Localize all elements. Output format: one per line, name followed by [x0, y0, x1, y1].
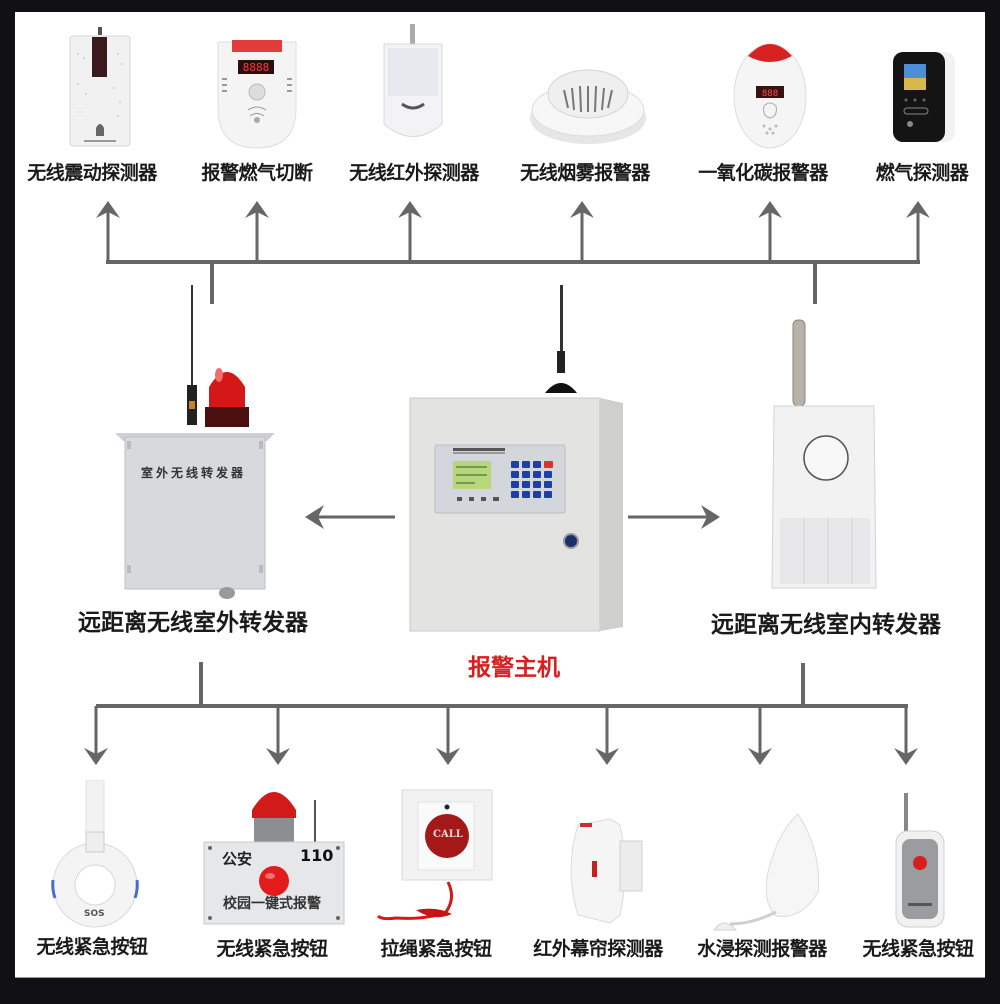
gas-shutoff-alarm-icon: 8888	[217, 40, 297, 149]
bottom-arrowhead-6	[894, 748, 918, 765]
bottom-arrowhead-1	[84, 748, 108, 765]
top-arrowhead-2	[245, 201, 269, 218]
bottom-device-label-2: 无线紧急按钮	[216, 938, 328, 960]
outdoor-repeater-box-text: 室外无线转发器	[141, 466, 247, 480]
top-device-label-4: 无线烟雾报警器	[520, 162, 650, 184]
pull-cord-button-icon	[376, 789, 493, 921]
water-leak-detector-icon	[713, 813, 820, 931]
co-alarm-icon: 888	[733, 43, 807, 149]
campus-alarm-box-icon	[203, 792, 345, 925]
top-arrowhead-5	[758, 201, 782, 218]
remote-panic-button-icon	[895, 793, 945, 928]
campus-box-text-bottom: 校园一键式报警	[223, 896, 321, 912]
curtain-pir-detector-icon	[570, 818, 643, 924]
pir-detector-icon	[383, 24, 443, 137]
svg-text:888: 888	[762, 89, 778, 99]
left-arrowhead	[305, 505, 324, 529]
top-device-label-3: 无线红外探测器	[349, 162, 479, 184]
outdoor-repeater-label: 远距离无线室外转发器	[78, 610, 308, 636]
sos-ring-text: SOS	[84, 909, 105, 919]
bottom-device-label-5: 水浸探测报警器	[697, 938, 827, 960]
bottom-device-label-3: 拉绳紧急按钮	[380, 938, 492, 960]
top-device-label-6: 燃气探测器	[875, 162, 969, 184]
call-button-text: CALL	[433, 829, 463, 840]
indoor-repeater-label: 远距离无线室内转发器	[711, 612, 941, 638]
alarm-host-icon	[409, 285, 623, 632]
bottom-arrowhead-3	[436, 748, 460, 765]
indoor-repeater-icon	[771, 319, 877, 589]
bottom-arrowhead-5	[748, 748, 772, 765]
top-arrowhead-3	[398, 201, 422, 218]
alarm-host-label: 报警主机	[468, 655, 560, 681]
svg-text:8888: 8888	[243, 61, 270, 74]
vibration-detector-icon	[69, 27, 131, 147]
bottom-device-label-4: 红外幕帘探测器	[533, 938, 663, 960]
right-arrowhead	[701, 505, 720, 529]
top-arrowhead-6	[906, 201, 930, 218]
sos-ring-button-icon	[51, 780, 139, 928]
top-device-label-1: 无线震动探测器	[27, 162, 157, 184]
outdoor-repeater-icon	[115, 285, 275, 599]
bottom-device-label-1: 无线紧急按钮	[36, 936, 148, 958]
top-arrowhead-1	[96, 201, 120, 218]
top-device-label-2: 报警燃气切断	[201, 162, 313, 184]
gas-detector-icon	[893, 52, 955, 142]
campus-box-text-right: 110	[300, 846, 334, 865]
top-arrowhead-4	[570, 201, 594, 218]
top-device-label-5: 一氧化碳报警器	[698, 162, 828, 184]
smoke-alarm-icon	[530, 69, 646, 144]
bottom-arrowhead-2	[266, 748, 290, 765]
bottom-arrowhead-4	[595, 748, 619, 765]
bottom-device-label-6: 无线紧急按钮	[862, 938, 974, 960]
campus-box-text-left: 公安	[222, 850, 253, 868]
